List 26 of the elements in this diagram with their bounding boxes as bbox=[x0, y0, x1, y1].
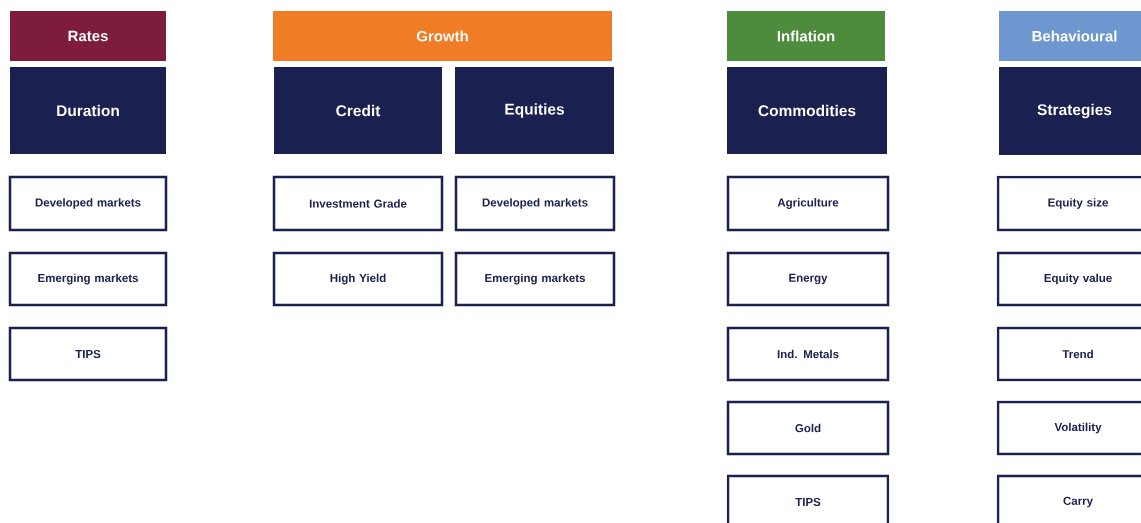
sub-category-box: Energy bbox=[726, 251, 890, 307]
asset-class-box: Credit bbox=[274, 67, 442, 154]
sub-category-box: Volatility bbox=[996, 400, 1141, 456]
category-header: Growth bbox=[273, 11, 612, 61]
asset-class-box: Equities bbox=[455, 67, 614, 154]
sub-category-box: Trend bbox=[996, 326, 1141, 382]
sub-category-box: Emerging markets bbox=[454, 251, 616, 307]
sub-category-box: Agriculture bbox=[726, 175, 890, 232]
sub-category-box: Developed markets bbox=[454, 175, 616, 232]
category-header: Inflation bbox=[727, 11, 885, 61]
sub-category-box: High Yield bbox=[272, 251, 444, 307]
asset-class-box: Duration bbox=[10, 67, 166, 154]
category-header: Behavioural bbox=[999, 11, 1141, 61]
sub-category-box: Investment Grade bbox=[272, 175, 444, 232]
sub-category-box: Equity size bbox=[996, 175, 1141, 232]
sub-category-box: Carry bbox=[996, 474, 1141, 523]
asset-class-box: Strategies bbox=[999, 67, 1141, 155]
sub-category-box: TIPS bbox=[726, 474, 890, 523]
sub-category-box: Equity value bbox=[996, 251, 1141, 307]
sub-category-box: TIPS bbox=[8, 326, 168, 382]
sub-category-box: Developed markets bbox=[8, 175, 168, 232]
sub-category-box: Emerging markets bbox=[8, 251, 168, 307]
category-header: Rates bbox=[10, 11, 166, 61]
sub-category-box: Gold bbox=[726, 400, 890, 456]
sub-category-box: Ind. Metals bbox=[726, 326, 890, 382]
asset-class-box: Commodities bbox=[727, 67, 887, 154]
